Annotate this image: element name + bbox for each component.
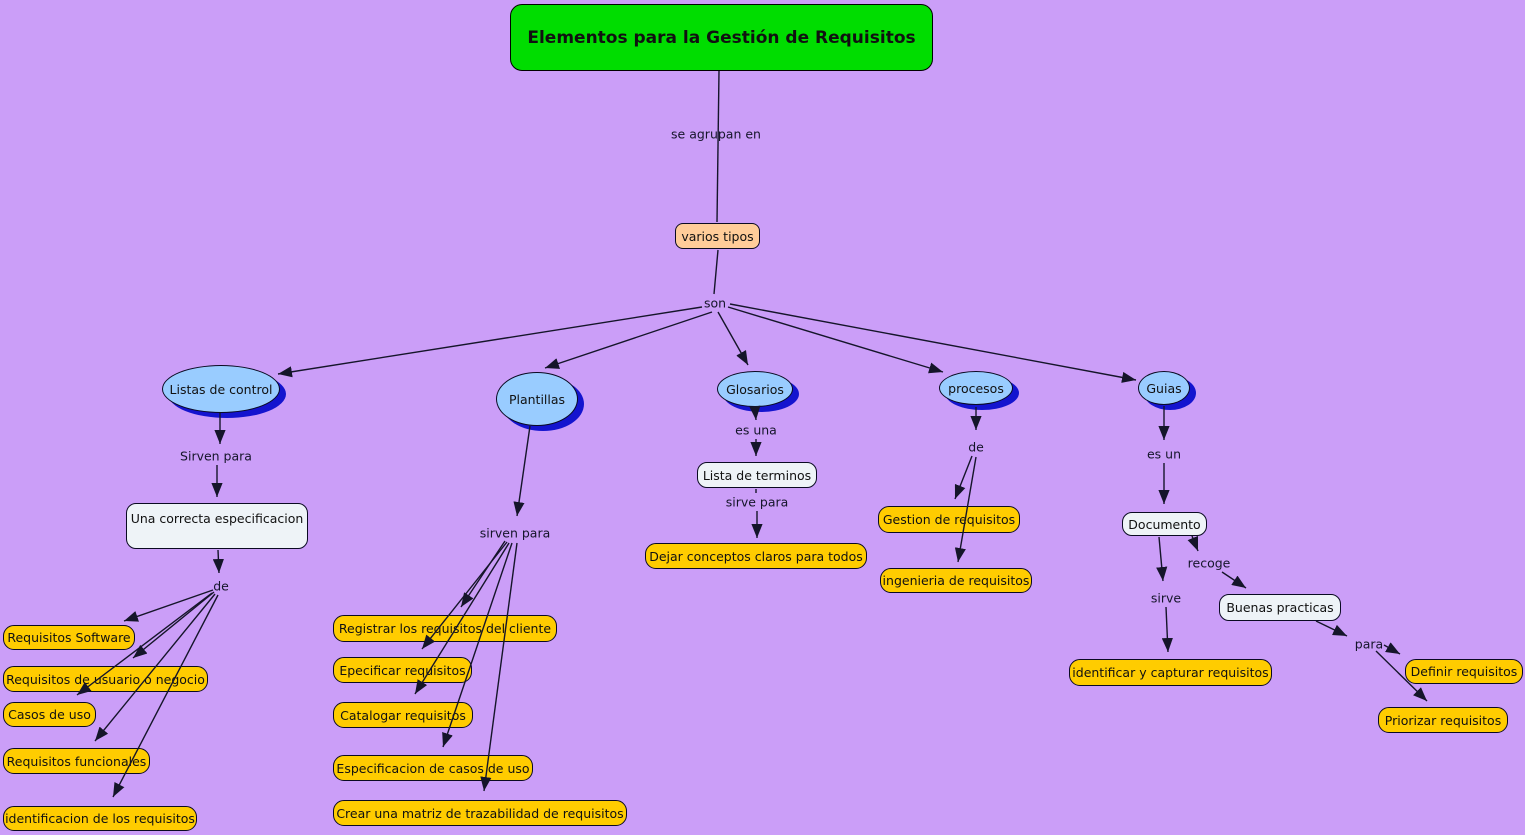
concept-varios-tipos[interactable]: varios tipos xyxy=(675,223,760,249)
concept-catalogar-requisitos[interactable]: Catalogar requisitos xyxy=(333,702,473,728)
concept-gestion-de-requisitos[interactable]: Gestion de requisitos xyxy=(878,506,1020,533)
concept-una-correcta-especificacion[interactable]: Una correcta especificacion xyxy=(126,503,308,549)
edge-varios-son xyxy=(713,249,719,295)
link-label-recoge[interactable]: recoge xyxy=(1187,555,1231,571)
link-label-es-una[interactable]: es una xyxy=(735,422,777,438)
concept-lista-de-terminos[interactable]: Lista de terminos xyxy=(697,462,817,488)
edge-glosarios-esuna xyxy=(749,405,761,421)
concept-title[interactable]: Elementos para la Gestión de Requisitos xyxy=(510,4,933,71)
link-label-sirve[interactable]: sirve xyxy=(1150,590,1182,606)
edge-recoge-buenas xyxy=(1221,571,1247,589)
concept-listas-de-control[interactable]: Listas de control xyxy=(162,365,280,413)
concept-especificacion-casos-uso[interactable]: Especificacion de casos de uso xyxy=(333,755,533,781)
concept-procesos[interactable]: procesos xyxy=(939,371,1013,405)
concept-buenas-practicas[interactable]: Buenas practicas xyxy=(1219,594,1341,621)
concept-plantillas[interactable]: Plantillas xyxy=(496,372,578,426)
edge-son-procesos xyxy=(727,306,944,374)
link-label-sirve-para[interactable]: sirve para xyxy=(725,494,789,510)
concept-epecificar-requisitos[interactable]: Epecificar requisitos xyxy=(333,657,472,683)
concept-requisitos-usuario-negocio[interactable]: Requisitos de usuario o negocio xyxy=(3,666,208,692)
link-label-de-procesos[interactable]: de xyxy=(968,439,984,455)
concept-identificacion-requisitos[interactable]: identificacion de los requisitos xyxy=(3,806,197,831)
link-label-sirven-para-plantillas[interactable]: sirven para xyxy=(479,525,551,541)
edge-documento-recoge xyxy=(1187,535,1199,552)
edge-son-plantillas xyxy=(544,311,713,369)
concept-documento[interactable]: Documento xyxy=(1122,512,1207,536)
edge-son-glosarios xyxy=(717,311,749,366)
edge-sirven-matriz xyxy=(480,542,518,792)
concept-glosarios[interactable]: Glosarios xyxy=(717,371,793,407)
link-label-sirven-para-listas[interactable]: Sirven para xyxy=(180,448,252,464)
concept-priorizar-requisitos[interactable]: Priorizar requisitos xyxy=(1378,707,1508,733)
edge-sirve-identificar xyxy=(1161,606,1173,653)
link-label-se-agrupan-en[interactable]: se agrupan en xyxy=(671,126,761,142)
link-label-es-un[interactable]: es un xyxy=(1146,446,1182,462)
link-label-para[interactable]: para xyxy=(1354,636,1384,652)
edge-de-gestion xyxy=(954,455,973,500)
concept-ingenieria-de-requisitos[interactable]: ingenieria de requisitos xyxy=(880,568,1032,593)
concept-requisitos-funcionales[interactable]: Requisitos funcionales xyxy=(3,748,150,774)
edge-documento-sirve xyxy=(1156,536,1168,582)
edge-son-guias xyxy=(729,303,1137,383)
concept-guias[interactable]: Guias xyxy=(1138,371,1190,405)
concept-identificar-capturar-requisitos[interactable]: identificar y capturar requisitos xyxy=(1069,659,1272,686)
concept-casos-de-uso[interactable]: Casos de uso xyxy=(3,702,96,727)
link-label-son[interactable]: son xyxy=(703,295,727,311)
link-label-de-listas[interactable]: de xyxy=(213,578,229,594)
edge-para-definir xyxy=(1383,642,1401,655)
edge-plantillas-sirven xyxy=(513,425,531,517)
concept-matriz-trazabilidad[interactable]: Crear una matriz de trazabilidad de requ… xyxy=(333,800,627,826)
edge-title-se-agrupan xyxy=(716,70,720,223)
edge-de-usuario xyxy=(132,591,215,659)
concept-requisitos-software[interactable]: Requisitos Software xyxy=(3,625,135,650)
edge-buenas-para xyxy=(1315,620,1348,637)
edge-de-software xyxy=(123,589,214,622)
edge-son-listas xyxy=(277,306,703,378)
concept-registrar-requisitos-cliente[interactable]: Registrar los requisitos del cliente xyxy=(333,615,557,642)
edge-sirven-registrar xyxy=(460,540,506,608)
edge-spec-de xyxy=(212,549,224,574)
concept-definir-requisitos[interactable]: Definir requisitos xyxy=(1405,659,1523,684)
concept-dejar-conceptos-claros[interactable]: Dejar conceptos claros para todos xyxy=(645,543,867,569)
